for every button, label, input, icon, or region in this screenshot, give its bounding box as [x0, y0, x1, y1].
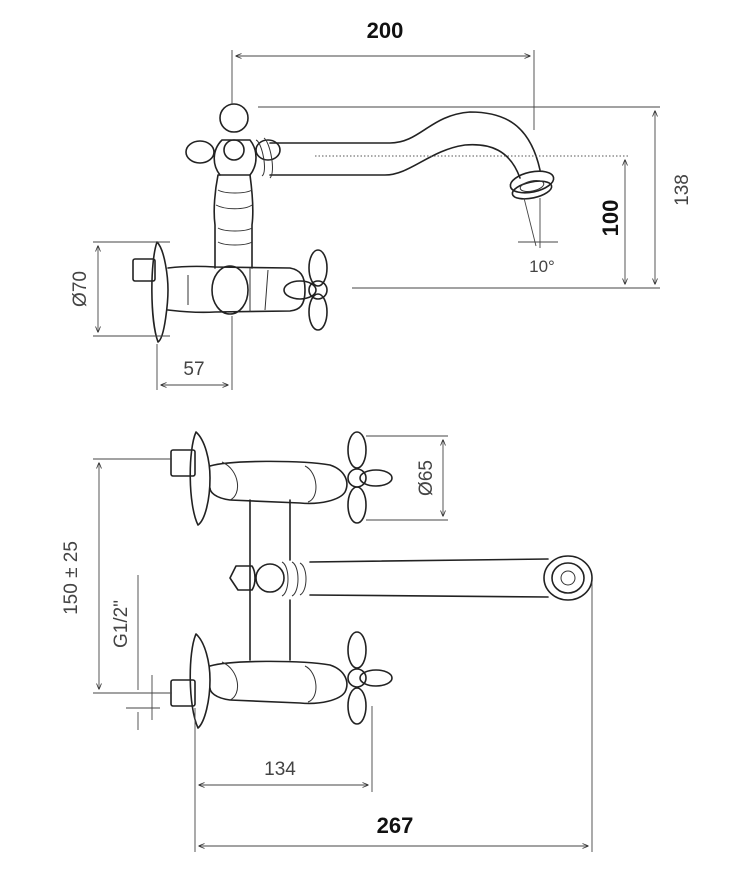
lower-inlet	[170, 633, 348, 729]
dim-height-spout: 100	[598, 200, 623, 237]
side-body	[167, 265, 306, 314]
side-top-handle	[185, 103, 281, 164]
side-spout	[269, 111, 541, 179]
center-body	[249, 499, 291, 661]
lower-handle	[347, 631, 393, 725]
dim-wall-depth: 57	[183, 359, 204, 380]
dim-handle-dia: Ø65	[416, 460, 437, 496]
side-view: 200 138 100 10° Ø70 57	[70, 18, 693, 390]
dim-height-total: 138	[672, 174, 693, 206]
dim-handle-reach: 134	[264, 759, 296, 780]
upper-inlet	[170, 431, 348, 526]
top-aerator	[543, 555, 593, 601]
dim-thread: G1/2"	[111, 600, 132, 648]
top-spout	[309, 558, 549, 598]
side-aerator	[509, 170, 555, 200]
dim-total-reach: 267	[377, 813, 414, 838]
dim-spout-angle: 10°	[529, 257, 555, 276]
side-wall-stub	[132, 258, 156, 282]
dim-top-width: 200	[367, 18, 404, 43]
dim-centers: 150 ± 25	[61, 541, 82, 615]
top-view: Ø65 150 ± 25 G1/2" 134 267	[61, 431, 593, 852]
side-riser	[213, 174, 254, 269]
side-wall-flange	[151, 241, 169, 343]
upper-handle	[347, 431, 393, 524]
side-lower-handle	[283, 249, 328, 331]
dim-flange-dia: Ø70	[70, 271, 91, 307]
